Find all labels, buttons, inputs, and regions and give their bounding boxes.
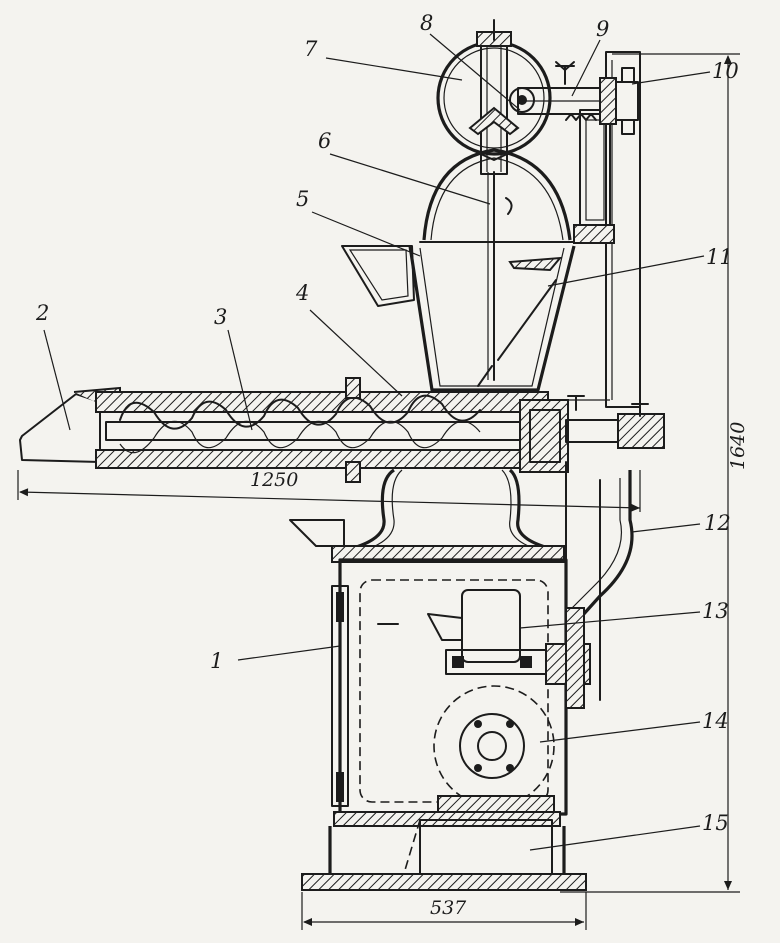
part-labels: 1 2 3 4 5 6 7 8 9 10 11 12 13 14 15 — [35, 11, 739, 835]
label-part-5: 5 — [296, 187, 309, 211]
label-part-10: 10 — [712, 59, 739, 83]
dimension-text: 1250 1640 537 — [250, 422, 749, 919]
top-cutter-housing — [436, 19, 552, 175]
dimension-height: 1640 — [727, 422, 749, 470]
label-part-12: 12 — [704, 511, 731, 535]
dimension-lines — [17, 53, 740, 930]
dimension-length: 1250 — [250, 469, 298, 491]
label-part-9: 9 — [596, 17, 609, 41]
horizontal-drive — [517, 61, 639, 135]
label-part-8: 8 — [420, 11, 433, 35]
label-part-15: 15 — [702, 811, 729, 835]
label-part-14: 14 — [702, 709, 729, 733]
label-part-1: 1 — [210, 649, 223, 673]
leader-lines — [43, 33, 711, 851]
label-part-2: 2 — [35, 301, 49, 325]
label-part-7: 7 — [304, 37, 318, 61]
lower-cabinet — [331, 461, 634, 816]
support-neck — [289, 468, 557, 553]
dimension-base: 537 — [430, 897, 467, 919]
label-part-13: 13 — [702, 599, 729, 623]
base-stand — [301, 811, 587, 891]
hopper-assembly — [341, 148, 576, 392]
auger-conveyor — [19, 377, 665, 483]
label-part-3: 3 — [214, 305, 227, 329]
label-part-4: 4 — [295, 281, 309, 305]
label-part-6: 6 — [318, 129, 331, 153]
label-part-11: 11 — [706, 245, 733, 269]
